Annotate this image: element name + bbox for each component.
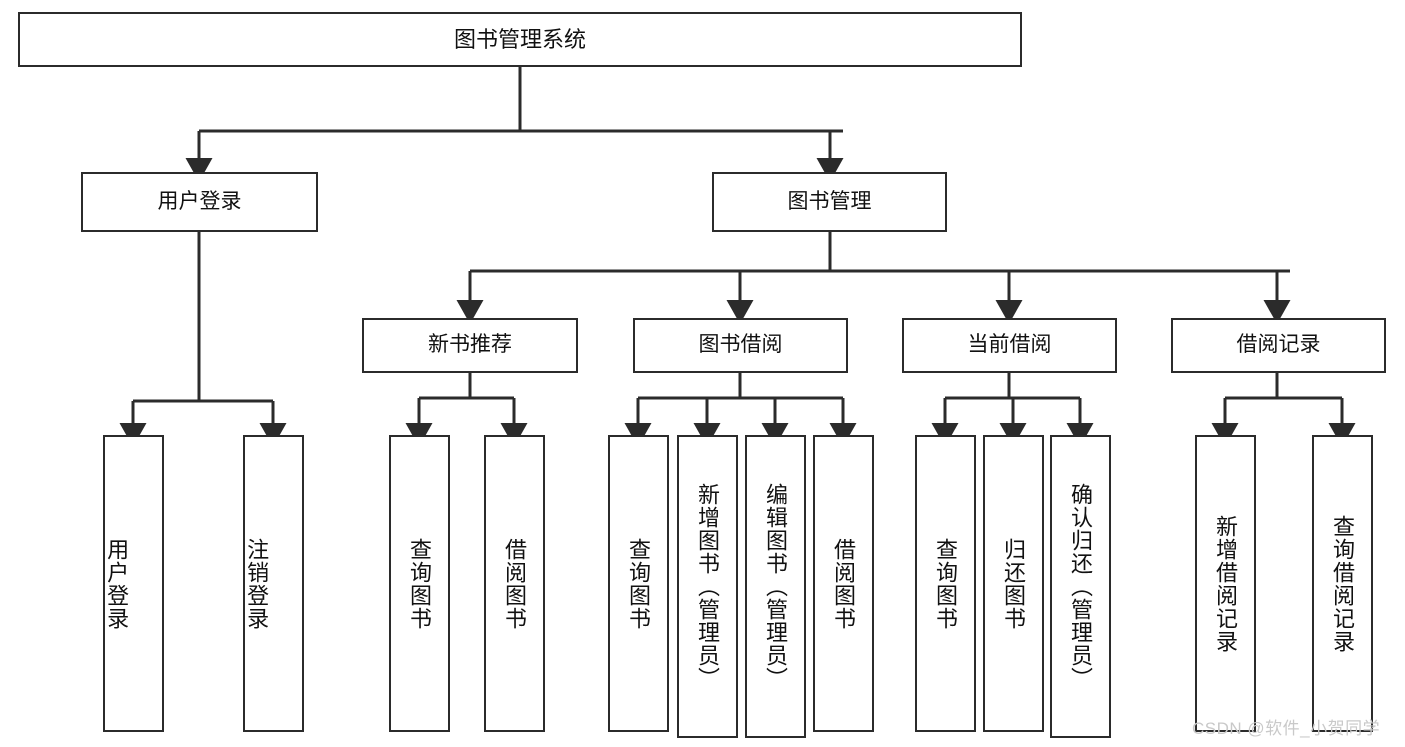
leaf-borrow-book[interactable]: 借阅图书 [813,435,874,732]
leaf-confirm-return-admin[interactable]: 确认归还（管理员） [1050,435,1111,738]
node-label: 图书借阅 [698,333,783,357]
node-label: 注销登录 [244,537,270,630]
leaf-query-borrow-record[interactable]: 查询借阅记录 [1312,435,1373,732]
node-label: 图书管理 [787,189,872,213]
leaf-user-login[interactable]: 用户登录 [103,435,164,732]
leaf-logout-login[interactable]: 注销登录 [243,435,304,732]
node-user-login[interactable]: 用户登录 [81,172,318,232]
node-label: 查询图书 [626,537,652,630]
node-new-book-recommend[interactable]: 新书推荐 [362,318,578,373]
node-label: 查询图书 [933,537,959,630]
node-label: 用户登录 [157,189,242,213]
node-label: 编辑图书（管理员） [763,483,789,690]
leaf-borrow-book-recommend[interactable]: 借阅图书 [484,435,545,732]
node-book-borrow[interactable]: 图书借阅 [633,318,848,373]
node-current-borrow[interactable]: 当前借阅 [902,318,1117,373]
node-label: 新书推荐 [428,333,512,357]
leaf-query-book-recommend[interactable]: 查询图书 [389,435,450,732]
leaf-add-book-admin[interactable]: 新增图书（管理员） [677,435,738,738]
node-book-management[interactable]: 图书管理 [712,172,947,232]
node-label: 查询图书 [407,537,433,630]
node-label: 查询借阅记录 [1330,514,1356,653]
node-label: 图书管理系统 [453,26,586,52]
leaf-return-book[interactable]: 归还图书 [983,435,1044,732]
leaf-query-book-current[interactable]: 查询图书 [915,435,976,732]
leaf-query-book-borrow[interactable]: 查询图书 [608,435,669,732]
node-borrow-record[interactable]: 借阅记录 [1171,318,1386,373]
csdn-watermark: CSDN @软件_小贺同学 [1192,719,1381,738]
node-label: 借阅记录 [1236,333,1321,357]
node-root-system[interactable]: 图书管理系统 [18,12,1022,67]
leaf-add-borrow-record[interactable]: 新增借阅记录 [1195,435,1256,732]
node-label: 新增图书（管理员） [695,483,721,690]
node-label: 确认归还（管理员） [1068,483,1094,690]
node-label: 用户登录 [104,537,130,630]
node-label: 借阅图书 [502,537,528,630]
leaf-edit-book-admin[interactable]: 编辑图书（管理员） [745,435,806,738]
node-label: 当前借阅 [967,333,1052,357]
node-label: 新增借阅记录 [1213,514,1239,653]
node-label: 归还图书 [1001,537,1027,630]
node-label: 借阅图书 [831,537,857,630]
